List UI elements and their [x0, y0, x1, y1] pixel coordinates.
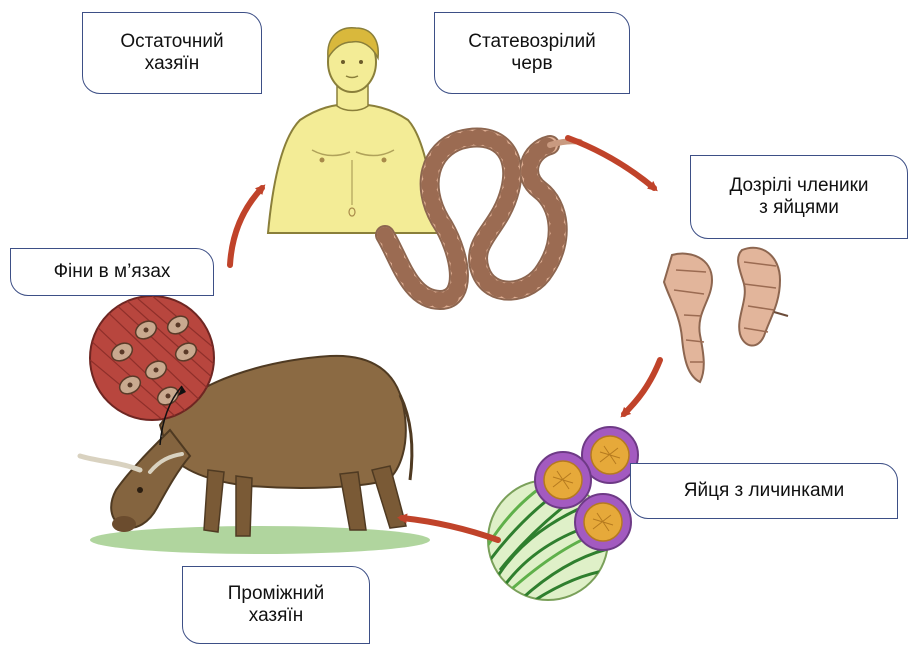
egg-with-larva: [575, 494, 631, 550]
label-final-host: Остаточний хазяїн: [82, 12, 262, 94]
label-intermediate-host: Проміжний хазяїн: [182, 566, 370, 644]
arrow-segments-to-eggs: [624, 360, 660, 414]
egg-with-larva: [535, 452, 591, 508]
label-mature-segments: Дозрілі членики з яйцями: [690, 155, 908, 239]
arrow-worm-to-segments: [568, 138, 654, 188]
label-cysts-in-muscle: Фіни в м’язах: [10, 248, 214, 296]
label-adult-worm: Статевозрілий черв: [434, 12, 630, 94]
human-figure: [268, 28, 438, 233]
label-eggs-with-larvae: Яйця з личинками: [630, 463, 898, 519]
mature-segments: [664, 248, 788, 382]
arrow-cysts-to-final-host: [230, 188, 262, 265]
